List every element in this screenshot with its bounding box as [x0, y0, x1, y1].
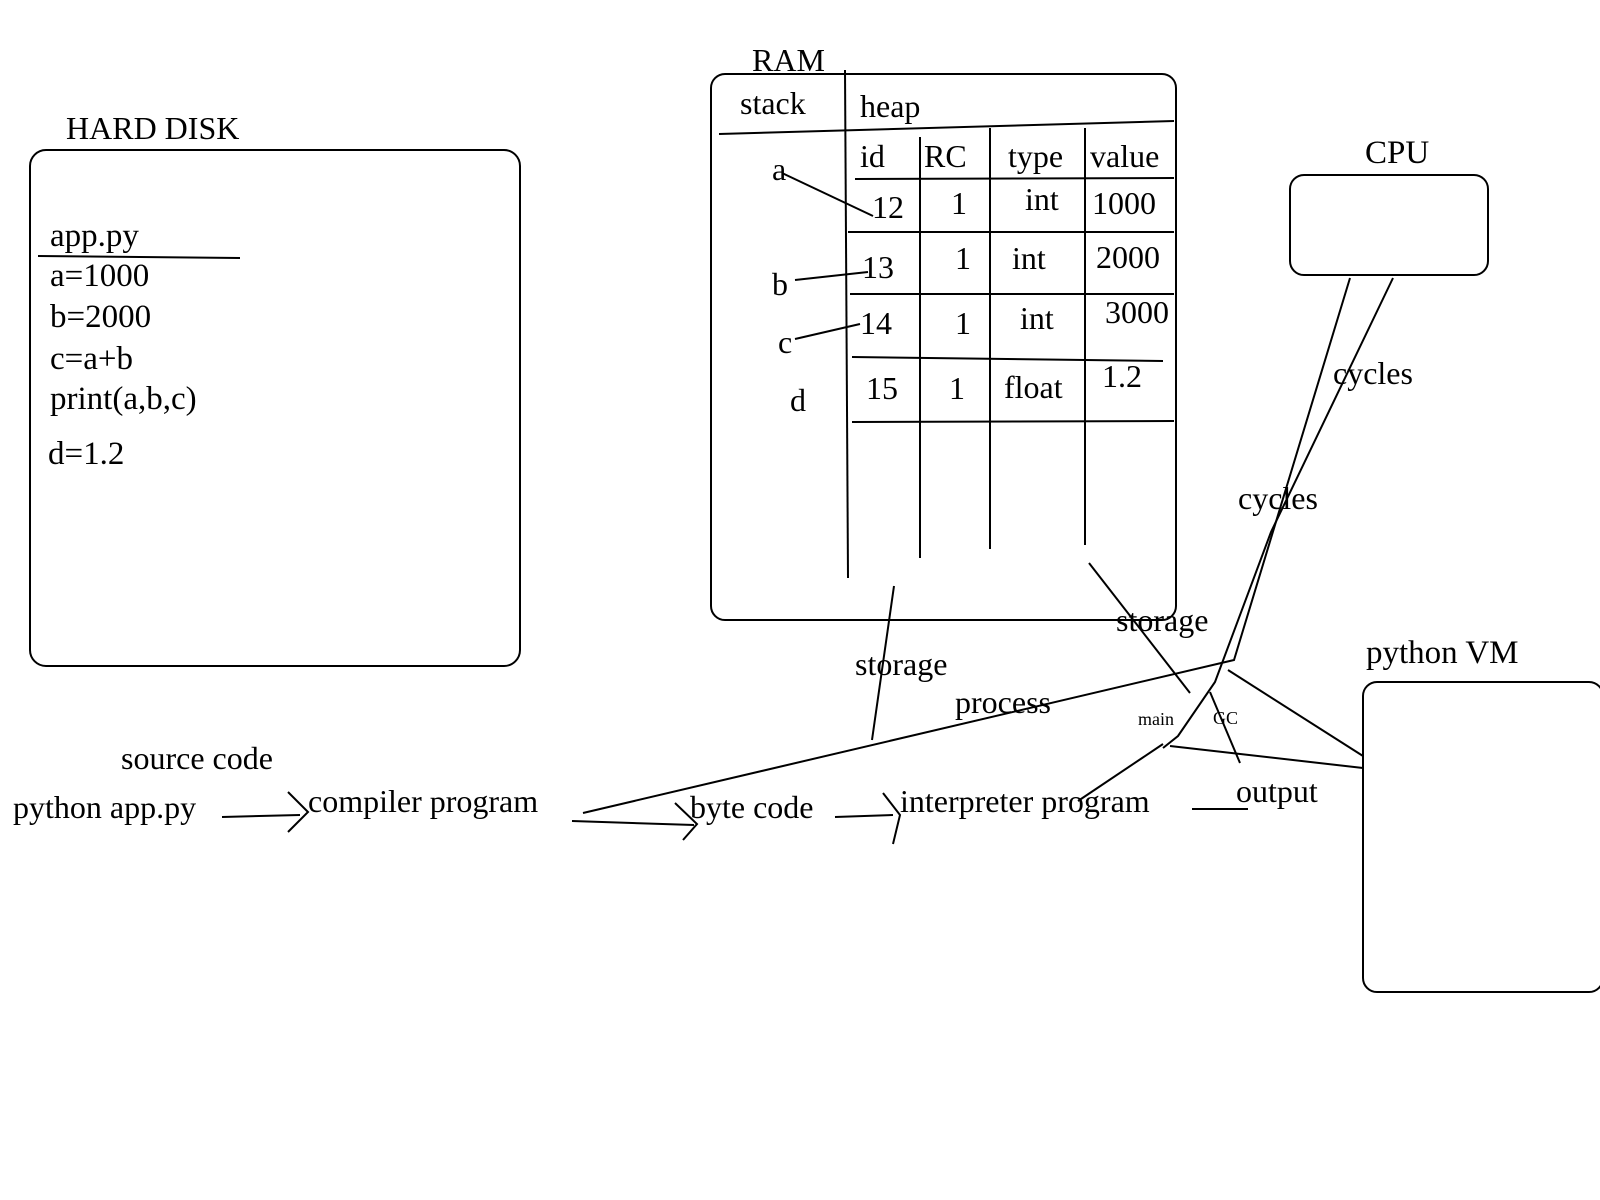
app-py-underline: [38, 256, 240, 258]
code-line: d=1.2: [48, 436, 125, 472]
gc-label: GC: [1213, 708, 1239, 728]
heap-cell-type: float: [1004, 369, 1063, 405]
heap-header: id: [860, 138, 885, 174]
heap-cell-id: 13: [862, 249, 894, 285]
heap-cell-id: 15: [866, 370, 898, 406]
stack-var: d: [790, 382, 806, 418]
stack-label: stack: [740, 85, 806, 121]
storage-label: storage: [1116, 602, 1209, 638]
heap-cell-rc: 1: [949, 370, 965, 406]
ram-stack-heap-divider: [845, 70, 848, 578]
arrow-bytecode-to-interpreter: [835, 815, 893, 817]
stack-var: a: [772, 151, 787, 187]
code-line: b=2000: [50, 299, 152, 335]
compiler-program: compiler program: [308, 783, 539, 819]
ref-c-to-14: [795, 324, 860, 339]
interpreter-program: interpreter program: [900, 783, 1150, 819]
heap-cell-value: 2000: [1096, 239, 1160, 275]
cpu-title: CPU: [1365, 135, 1430, 171]
heap-label: heap: [860, 88, 921, 124]
cycles-label: cycles: [1238, 480, 1318, 516]
command-text: python app.py: [13, 789, 197, 825]
heap-cell-rc: 1: [951, 185, 967, 221]
cycles-line-right: [1163, 278, 1393, 748]
heap-cell-value: 1000: [1092, 185, 1156, 221]
heap-header: RC: [924, 138, 967, 174]
hard-disk-box: [30, 150, 520, 666]
vm-connector-top: [1228, 670, 1363, 756]
process-label: process: [955, 684, 1051, 720]
heap-cell-rc: 1: [955, 240, 971, 276]
heap-row-line-5: [852, 421, 1174, 422]
file-name: app.py: [50, 218, 139, 254]
code-line: print(a,b,c): [50, 381, 197, 417]
storage-line-left: [872, 586, 894, 740]
heap-cell-value: 1.2: [1102, 358, 1142, 394]
heap-cell-rc: 1: [955, 305, 971, 341]
heap-cell-type: int: [1025, 181, 1059, 217]
heap-header: value: [1090, 138, 1160, 174]
ref-b-to-13: [795, 272, 868, 280]
ram-header-line: [719, 121, 1174, 134]
arrow-compiler-to-bytecode: [572, 821, 694, 825]
source-code-label: source code: [121, 740, 273, 776]
code-line: a=1000: [50, 258, 150, 294]
arrow-command-to-compiler: [222, 815, 300, 817]
heap-row-line-4: [852, 357, 1163, 361]
python-vm-box: [1363, 682, 1600, 992]
stack-var: b: [772, 266, 788, 302]
main-to-interpreter: [1078, 744, 1163, 801]
python-vm-title: python VM: [1366, 635, 1519, 671]
heap-cell-id: 12: [872, 189, 904, 225]
ram-box: [711, 74, 1176, 620]
ref-a-to-12: [782, 173, 873, 216]
hard-disk-title: HARD DISK: [66, 110, 240, 146]
heap-cell-id: 14: [860, 305, 892, 341]
heap-cell-type: int: [1012, 240, 1046, 276]
heap-cell-value: 3000: [1105, 294, 1169, 330]
heap-row-line-1: [855, 178, 1174, 179]
storage-label: storage: [855, 646, 948, 682]
code-line: c=a+b: [50, 341, 134, 377]
ram-title: RAM: [752, 42, 825, 78]
cycles-line-left: [583, 278, 1350, 813]
heap-header: type: [1008, 138, 1064, 174]
arrow-head-interpreter: [883, 793, 900, 844]
byte-code: byte code: [690, 789, 814, 825]
arrow-head-bytecode: [675, 803, 697, 840]
stack-var: c: [778, 324, 793, 360]
arrow-head-compiler: [288, 792, 308, 832]
cpu-box: [1290, 175, 1488, 275]
cycles-label: cycles: [1333, 355, 1413, 391]
main-label: main: [1138, 709, 1174, 729]
output-label: output: [1236, 773, 1318, 809]
gc-line: [1210, 692, 1240, 763]
storage-line-right: [1089, 563, 1190, 693]
vm-connector-mid: [1170, 746, 1363, 768]
heap-cell-type: int: [1020, 300, 1054, 336]
